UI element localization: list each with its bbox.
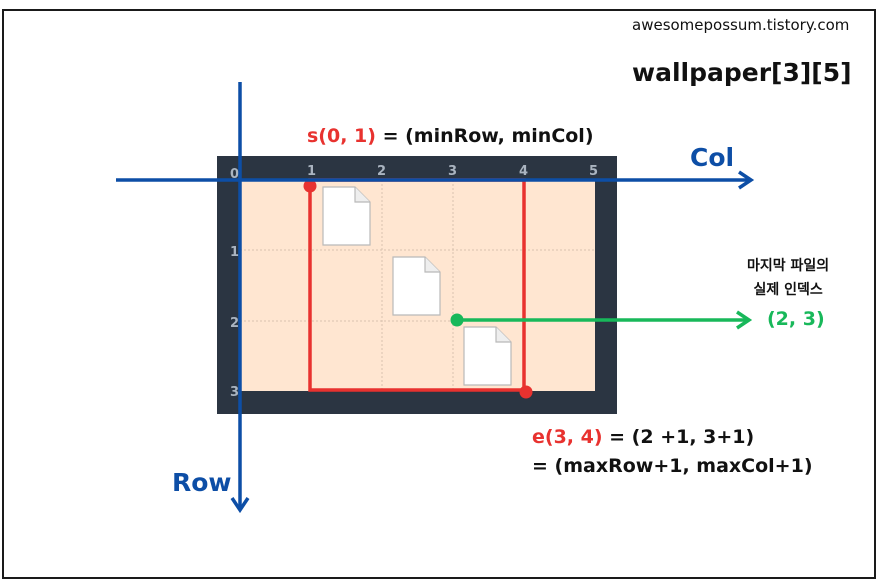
start-point: [303, 179, 317, 193]
start-definition: = (minRow, minCol): [375, 125, 594, 147]
row-tick: 2: [230, 316, 239, 331]
row-tick: 3: [230, 385, 239, 400]
last-file-note-line2: 실제 인덱스: [753, 282, 823, 298]
last-file-note-line1: 마지막 파일의: [747, 258, 830, 274]
end-annotation-line2: = (maxRow+1, maxCol+1): [532, 455, 813, 477]
end-coord: e(3, 4): [532, 426, 603, 448]
last-index-arrow: [450, 310, 753, 330]
last-file-index: (2, 3): [767, 308, 825, 330]
col-tick: 5: [589, 164, 598, 179]
file-icon: [392, 256, 441, 316]
row-axis-label: Row: [172, 468, 232, 497]
site-url: awesomepossum.tistory.com: [632, 16, 850, 34]
file-icon: [322, 186, 371, 246]
last-file-note: 마지막 파일의 실제 인덱스: [747, 254, 829, 302]
start-annotation: s(0, 1) = (minRow, minCol): [307, 125, 594, 147]
col-axis-label: Col: [690, 143, 735, 172]
col-tick: 4: [519, 164, 528, 179]
col-axis: [116, 170, 755, 190]
col-tick: 3: [448, 164, 457, 179]
col-tick: 2: [377, 164, 386, 179]
file-icon: [463, 326, 512, 386]
row-tick: 1: [230, 245, 239, 260]
col-tick: 1: [307, 164, 316, 179]
end-point: [519, 385, 533, 399]
end-annotation: e(3, 4) = (2 +1, 3+1): [532, 426, 754, 448]
row-axis: [230, 82, 250, 514]
start-coord: s(0, 1): [307, 125, 376, 147]
col-tick: 0: [230, 167, 239, 182]
end-definition: = (2 +1, 3+1): [602, 426, 755, 448]
diagram-title: wallpaper[3][5]: [632, 58, 852, 87]
